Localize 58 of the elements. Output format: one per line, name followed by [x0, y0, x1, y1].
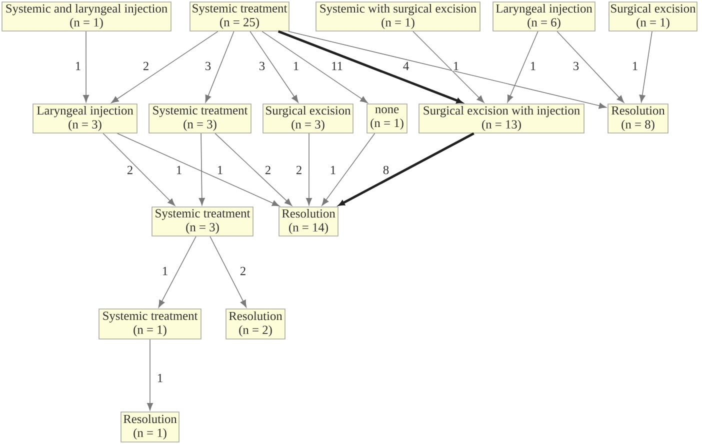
- edge-label: 1: [452, 61, 460, 71]
- process-box: Systemic with surgical excision (n = 1): [316, 2, 480, 32]
- edge-label: 3: [258, 61, 266, 71]
- edge-label: 2: [264, 165, 272, 175]
- process-box: Resolution (n = 8): [608, 104, 668, 134]
- edge-label: 1: [631, 61, 639, 71]
- arrow: [639, 31, 652, 102]
- edge-label: 1: [175, 165, 183, 175]
- edge-label: 2: [142, 61, 150, 71]
- edge-label: 1: [292, 61, 300, 71]
- arrow: [116, 133, 280, 206]
- process-box: Resolution (n = 1): [120, 412, 180, 442]
- arrow: [146, 339, 154, 410]
- arrow: [83, 31, 90, 102]
- arrow: [288, 31, 606, 109]
- arrow: [412, 31, 484, 103]
- process-box: Laryngeal injection (n = 3): [32, 104, 138, 134]
- process-box: Resolution (n = 2): [226, 308, 286, 340]
- process-box: Surgical excision (n = 3): [262, 104, 354, 134]
- edge-label: 1: [156, 373, 164, 383]
- process-box: Systemic treatment (n = 3): [152, 206, 254, 236]
- edge-label: 1: [216, 165, 224, 175]
- arrow: [158, 236, 196, 308]
- arrow: [205, 31, 234, 102]
- process-box: Systemic treatment (n = 1): [98, 308, 202, 340]
- process-box: none (n = 1): [366, 104, 408, 134]
- edge-label: 2: [126, 165, 134, 175]
- edge-label: 1: [161, 266, 169, 276]
- process-box: Laryngeal injection (n = 6): [492, 2, 596, 32]
- edge-label: 8: [382, 165, 390, 175]
- edge-label: 1: [529, 61, 537, 71]
- process-box: Systemic and laryngeal injection (n = 1): [2, 2, 172, 32]
- edge-label: 1: [74, 61, 82, 71]
- arrow: [507, 31, 538, 103]
- process-box: Systemic treatment (n = 3): [148, 104, 252, 134]
- edge-label: 3: [204, 61, 212, 71]
- edge-label: 2: [239, 266, 247, 276]
- arrow: [250, 31, 298, 103]
- edge-label: 2: [295, 165, 303, 175]
- arrow: [306, 133, 312, 206]
- process-box: Resolution (n = 14): [278, 206, 338, 236]
- process-box: Surgical excision (n = 1): [608, 2, 698, 32]
- process-box: Surgical excision with injection (n = 13): [418, 104, 584, 134]
- arrow: [556, 31, 624, 103]
- arrow: [338, 132, 474, 206]
- arrow: [210, 236, 247, 308]
- arrow: [111, 31, 218, 104]
- arrow: [214, 133, 292, 206]
- arrow: [198, 133, 205, 206]
- edge-label: 4: [402, 61, 410, 71]
- arrow: [322, 133, 376, 206]
- process-box: Systemic treatment (n = 25): [190, 2, 290, 32]
- edge-label: 1: [329, 165, 337, 175]
- arrow: [262, 31, 368, 104]
- arrow: [102, 133, 176, 206]
- edge-label: 11: [330, 61, 344, 71]
- arrow: [278, 30, 462, 104]
- edge-label: 3: [572, 61, 580, 71]
